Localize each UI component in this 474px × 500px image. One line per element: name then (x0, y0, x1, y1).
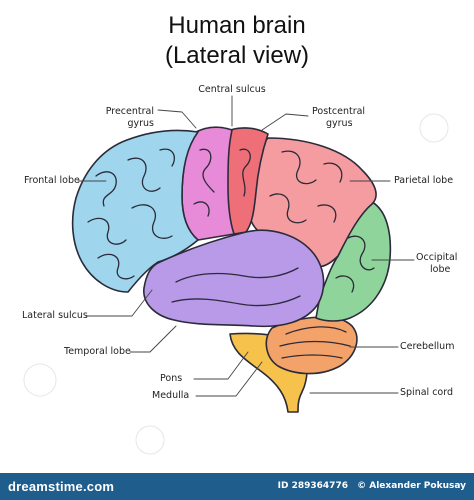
label-postcentral-gyrus-line1: Postcentral (312, 106, 366, 117)
footer-credit: © Alexander Pokusay (357, 481, 466, 491)
label-precentral-gyrus-line2: gyrus (127, 118, 154, 129)
leader-temporal-lobe (129, 325, 177, 353)
frontal-lobe-region (71, 129, 199, 293)
label-medulla: Medulla (152, 390, 190, 401)
label-central-sulcus: Central sulcus (198, 84, 266, 95)
footer-image-id: ID 289364776 (277, 481, 348, 491)
temporal-lobe-region (143, 229, 325, 328)
leader-precentral-gyrus (157, 109, 197, 129)
footer-brand: dreamstime.com (8, 479, 115, 494)
diagram-subtitle: (Lateral view) (164, 42, 310, 69)
label-parietal-lobe: Parietal lobe (394, 175, 454, 186)
label-frontal-lobe: Frontal lobe (24, 175, 80, 186)
leader-medulla (195, 361, 263, 397)
label-postcentral-gyrus-line2: gyrus (326, 118, 353, 129)
diagram-title: Human brain (168, 12, 306, 39)
leader-postcentral-gyrus (261, 113, 309, 131)
label-cerebellum: Cerebellum (400, 341, 455, 352)
footer-meta: ID 289364776 © Alexander Pokusay (272, 481, 466, 491)
label-pons: Pons (160, 373, 183, 384)
leader-pons (193, 351, 249, 380)
leader-lateral-sulcus (85, 289, 153, 317)
label-precentral-gyrus-line1: Precentral (105, 106, 154, 117)
label-occipital-lobe-line2: lobe (430, 264, 451, 275)
label-spinal-cord: Spinal cord (400, 387, 454, 398)
label-occipital-lobe-line1: Occipital (416, 252, 458, 263)
label-temporal-lobe: Temporal lobe (64, 346, 131, 357)
footer-bar: dreamstime.com ID 289364776 © Alexander … (0, 473, 474, 500)
label-lateral-sulcus: Lateral sulcus (22, 310, 88, 321)
